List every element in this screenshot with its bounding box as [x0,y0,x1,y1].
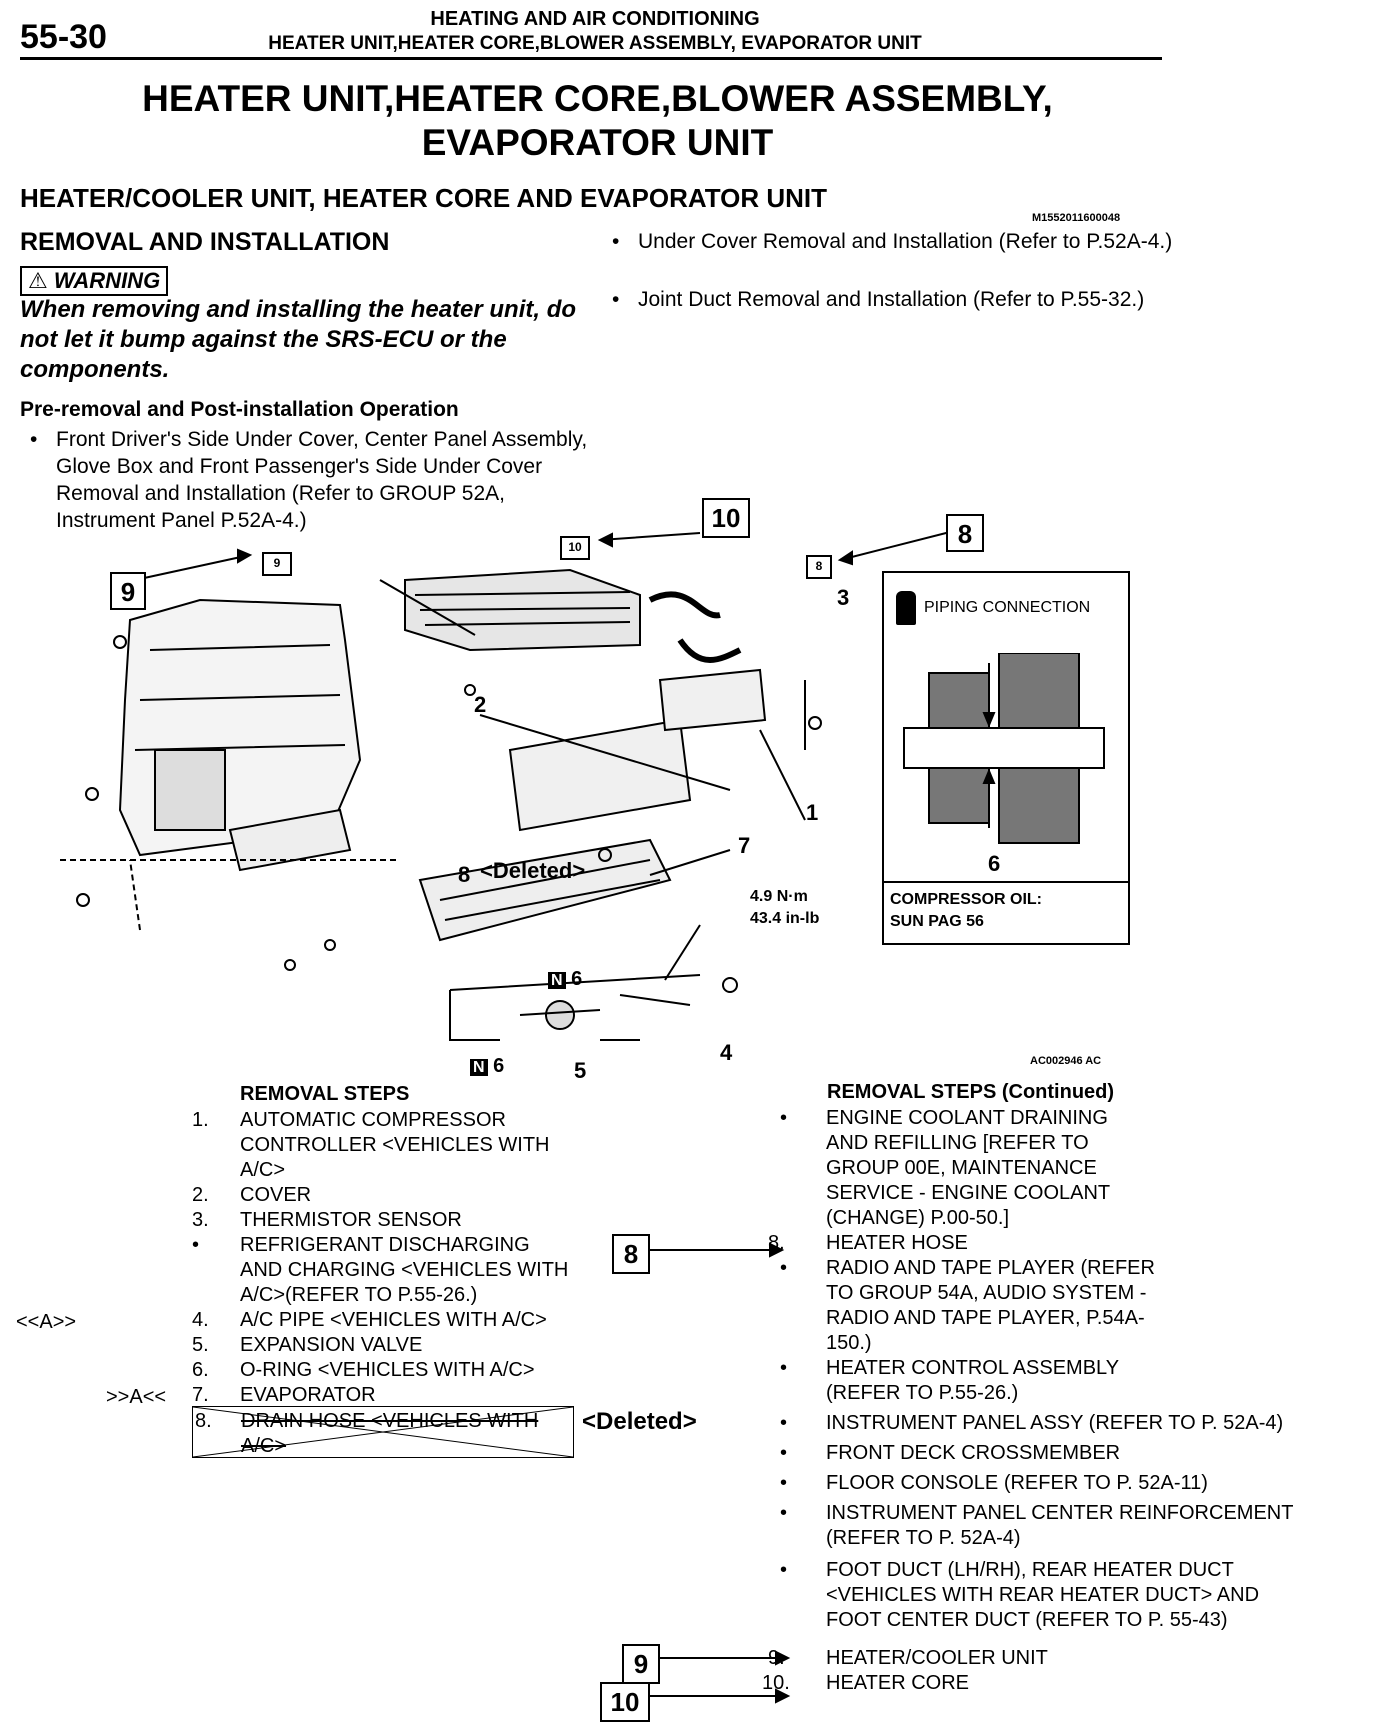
bullet-icon: • [612,230,620,253]
part-label-5: 5 [574,1058,587,1083]
pre-removal-item-1-text: Front Driver's Side Under Cover, Center … [56,428,588,532]
inset-title: PIPING CONNECTION [924,599,1091,616]
mark-box-8: 8 [806,555,832,579]
header-rule [20,57,1162,60]
marker-A-out: <<A>> [16,1311,77,1333]
steps-right-list: •ENGINE COOLANT DRAINING AND REFILLING [… [762,1107,1294,1694]
figure-code: AC002946 AC [1030,1055,1102,1067]
marker-A-in: >>A<< [106,1386,167,1408]
bullet-icon: • [30,428,38,451]
n-mark-icon: N [470,1059,488,1076]
subtitle: HEATER/COOLER UNIT, HEATER CORE AND EVAP… [20,183,827,213]
part-label-8: 8 [458,862,471,887]
n-mark-upper-num: 6 [571,968,583,990]
n-mark-lower-num: 6 [493,1055,505,1077]
n-mark-lower: N 6 [470,1055,504,1078]
page-title-line1: HEATER UNIT,HEATER CORE,BLOWER ASSEMBLY, [142,78,1053,119]
steps-left-list: 1.AUTOMATIC COMPRESSOR CONTROLLER <VEHIC… [192,1109,569,1406]
diagram-deleted-label: <Deleted> [480,858,586,883]
pre-removal-item-2-text: Under Cover Removal and Installation (Re… [638,230,1173,253]
strike-lines [193,1407,573,1457]
warning-text: When removing and installing the heater … [20,296,577,383]
doc-code: M1552011600048 [1032,212,1121,224]
section-title: HEATING AND AIR CONDITIONING [430,8,760,30]
steps-callout-8: 8 [612,1234,650,1274]
part-label-4: 4 [720,1040,733,1065]
deleted-step-box: 8. DRAIN HOSE <VEHICLES WITH A/C> [192,1406,574,1458]
steps-left-heading: REMOVAL STEPS [240,1083,410,1105]
bullet-icon: • [612,288,620,311]
steps-callout-arrows [648,1242,791,1704]
oil-can-icon [896,591,916,625]
callout-10: 10 [702,498,750,538]
pre-removal-item-1: • Front Driver's Side Under Cover, Cente… [30,426,596,534]
inset-part-label: 6 [988,851,1001,876]
torque-nm: 4.9 N·m [750,888,808,905]
subsection-title: HEATER UNIT,HEATER CORE,BLOWER ASSEMBLY,… [268,33,922,54]
piping-connection-inset: PIPING CONNECTION 6 COMPRESSOR OIL: SUN … [882,571,1130,945]
deleted-label: <Deleted> [582,1408,697,1435]
piping-drawing [903,653,1105,844]
warning-label: WARNING [53,268,161,293]
inset-note-1: COMPRESSOR OIL: [890,891,1043,908]
pre-removal-item-3-text: Joint Duct Removal and Installation (Ref… [638,288,1145,311]
part-label-2: 2 [474,692,487,717]
inset-note-2: SUN PAG 56 [890,913,984,930]
n-mark-icon: N [548,972,566,989]
page-title-line2: EVAPORATOR UNIT [421,122,774,163]
removal-heading: REMOVAL AND INSTALLATION [20,228,390,256]
steps-right-heading: REMOVAL STEPS (Continued) [827,1081,1115,1103]
warning-label-box: ⚠ WARNING [20,266,169,296]
exploded-diagram [60,531,951,1041]
warning-icon: ⚠ [28,268,48,293]
pre-removal-heading: Pre-removal and Post-installation Operat… [20,398,459,421]
callout-9: 9 [110,572,146,610]
callout-8: 8 [946,514,984,552]
evaporator-drawing [418,838,672,942]
torque-inlb: 43.4 in-lb [750,910,820,927]
part-label-3: 3 [837,585,850,610]
pre-removal-item-3: • Joint Duct Removal and Installation (R… [612,286,1178,313]
part-label-1: 1 [806,800,819,825]
page-number: 55-30 [20,18,107,56]
steps-callout-10: 10 [600,1682,650,1722]
pre-removal-item-2: • Under Cover Removal and Installation (… [612,228,1178,255]
mark-box-10: 10 [560,536,590,560]
mark-box-9: 9 [262,552,292,576]
n-mark-upper: N 6 [548,968,582,991]
part-label-7: 7 [738,833,751,858]
inset-divider [884,881,1128,883]
